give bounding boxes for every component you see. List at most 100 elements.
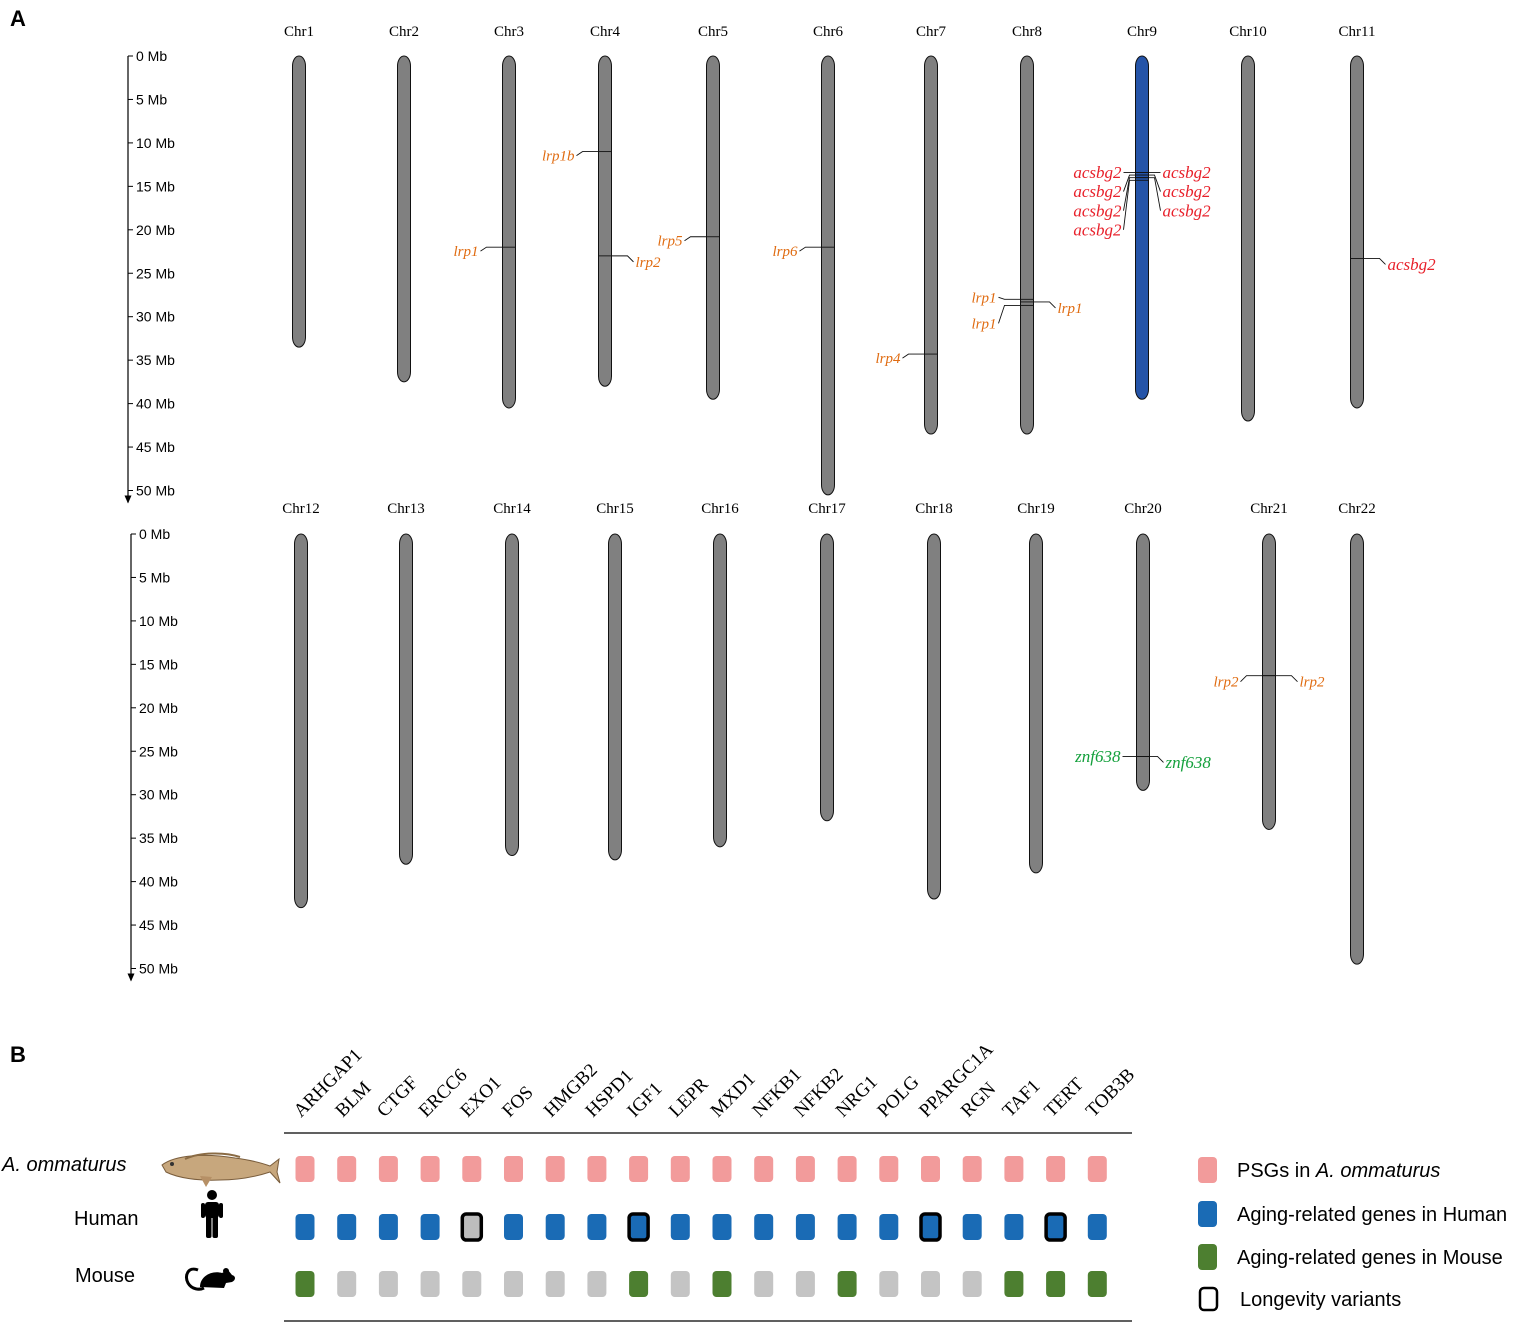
axis-tick-label: 45 Mb <box>139 917 178 933</box>
gene-label-lrp2: lrp2 <box>1213 675 1239 691</box>
gene-leader-line <box>684 236 707 242</box>
chromosome-chr12 <box>294 533 308 909</box>
psg-cell <box>1087 1156 1107 1182</box>
chromosome-chr18 <box>927 533 941 900</box>
chromosome-label: Chr10 <box>1229 24 1267 40</box>
axis-tick-label: 50 Mb <box>139 961 178 977</box>
gene-label-znf638: znf638 <box>1074 747 1121 766</box>
mouse-cell <box>1004 1271 1024 1297</box>
psg-cell <box>545 1156 565 1182</box>
mouse-cell <box>921 1271 940 1297</box>
human-cell <box>754 1214 774 1240</box>
gene-label-acsbg2: acsbg2 <box>1073 182 1122 201</box>
chromosome-label: Chr13 <box>387 501 425 517</box>
gene-leader-line <box>799 246 822 252</box>
axis-arrow-icon <box>127 973 135 982</box>
gene-label-acsbg2: acsbg2 <box>1073 220 1122 239</box>
chromosome-label: Chr17 <box>808 501 846 517</box>
mouse-cell <box>795 1271 815 1297</box>
axis-tick-label: 25 Mb <box>136 265 175 281</box>
chromosome-chr8 <box>1020 55 1034 435</box>
chromosome-chr17 <box>820 533 834 822</box>
axis-tick-label: 5 Mb <box>139 569 170 585</box>
legend-swatch <box>1198 1244 1217 1270</box>
mouse-cell <box>504 1271 523 1297</box>
chromosome-label: Chr15 <box>596 501 634 517</box>
mouse-cell <box>712 1271 732 1297</box>
chromosome-label: Chr7 <box>916 24 947 40</box>
chromosome-label: Chr2 <box>389 24 419 40</box>
gene-column-label: TERT <box>1040 1074 1088 1122</box>
axis-tick-label: 20 Mb <box>136 222 175 238</box>
axis-tick-label: 40 Mb <box>139 874 178 890</box>
human-cell <box>420 1214 440 1240</box>
gene-leader-line <box>1275 675 1298 682</box>
human-cell <box>1004 1214 1024 1240</box>
gene-column-label: LEPR <box>665 1074 713 1122</box>
chromosome-chr2 <box>397 55 411 383</box>
axis-tick-label: 30 Mb <box>136 309 175 325</box>
gene-label-znf638: znf638 <box>1165 753 1212 772</box>
gene-label-acsbg2: acsbg2 <box>1163 182 1212 201</box>
legend-swatch <box>1198 1157 1217 1183</box>
gene-label-lrp4: lrp4 <box>875 351 901 367</box>
mouse-cell <box>837 1271 857 1297</box>
gene-column-label: CTGF <box>373 1072 422 1121</box>
row-label-mouse: Mouse <box>75 1265 135 1287</box>
human-cell <box>919 1212 942 1242</box>
mouse-cell <box>879 1271 899 1297</box>
psg-cell <box>337 1156 357 1182</box>
mouse-cell <box>378 1271 398 1297</box>
chromosome-label: Chr5 <box>698 24 728 40</box>
human-cell <box>378 1214 398 1240</box>
chromosome-label: Chr9 <box>1127 24 1157 40</box>
gene-label-lrp2: lrp2 <box>636 255 662 271</box>
chromosome-chr5 <box>706 55 720 400</box>
mouse-cell <box>1046 1271 1066 1297</box>
chromosome-label: Chr11 <box>1339 24 1376 40</box>
gene-leader-line <box>576 151 599 156</box>
chromosome-chr3 <box>502 55 516 409</box>
row-label-a-ommaturus: A. ommaturus <box>1 1154 126 1176</box>
axis-tick-label: 50 Mb <box>136 483 175 499</box>
gene-label-lrp1b: lrp1b <box>542 149 575 165</box>
chromosome-label: Chr8 <box>1012 24 1042 40</box>
human-cell <box>504 1214 523 1240</box>
gene-label-acsbg2: acsbg2 <box>1388 255 1437 274</box>
gene-column-label: POLG <box>873 1071 923 1121</box>
panel-b-letter: B <box>10 1042 26 1067</box>
mouse-cell <box>629 1271 649 1297</box>
axis-tick-label: 10 Mb <box>136 135 175 151</box>
gene-column-label: MXD1 <box>707 1069 760 1122</box>
psg-cell <box>587 1156 607 1182</box>
chromosome-chr13 <box>399 533 413 865</box>
human-cell <box>712 1214 732 1240</box>
human-cell <box>337 1214 357 1240</box>
axis-tick-label: 25 Mb <box>139 743 178 759</box>
psg-cell <box>295 1156 315 1182</box>
chromosome-chr9 <box>1135 55 1149 400</box>
human-cell <box>1087 1214 1107 1240</box>
psg-cell <box>754 1156 774 1182</box>
mouse-cell <box>337 1271 357 1297</box>
human-cell <box>795 1214 815 1240</box>
human-cell <box>1044 1212 1067 1242</box>
axis-tick-label: 5 Mb <box>136 91 167 107</box>
chromosome-chr20 <box>1136 533 1150 791</box>
legend-swatch <box>1198 1286 1219 1312</box>
axis-tick-label: 10 Mb <box>139 613 178 629</box>
chromosome-label: Chr6 <box>813 24 844 40</box>
human-cell <box>627 1212 650 1242</box>
psg-cell <box>921 1156 940 1182</box>
gene-leader-line <box>1033 301 1056 309</box>
axis-tick-label: 35 Mb <box>136 352 175 368</box>
axis-tick-label: 15 Mb <box>139 656 178 672</box>
psg-cell <box>378 1156 398 1182</box>
legend-label: Longevity variants <box>1240 1289 1401 1311</box>
chromosome-chr14 <box>505 533 519 857</box>
gene-leader-line <box>611 255 634 263</box>
axis-tick-label: 40 Mb <box>136 396 175 412</box>
psg-cell <box>837 1156 857 1182</box>
